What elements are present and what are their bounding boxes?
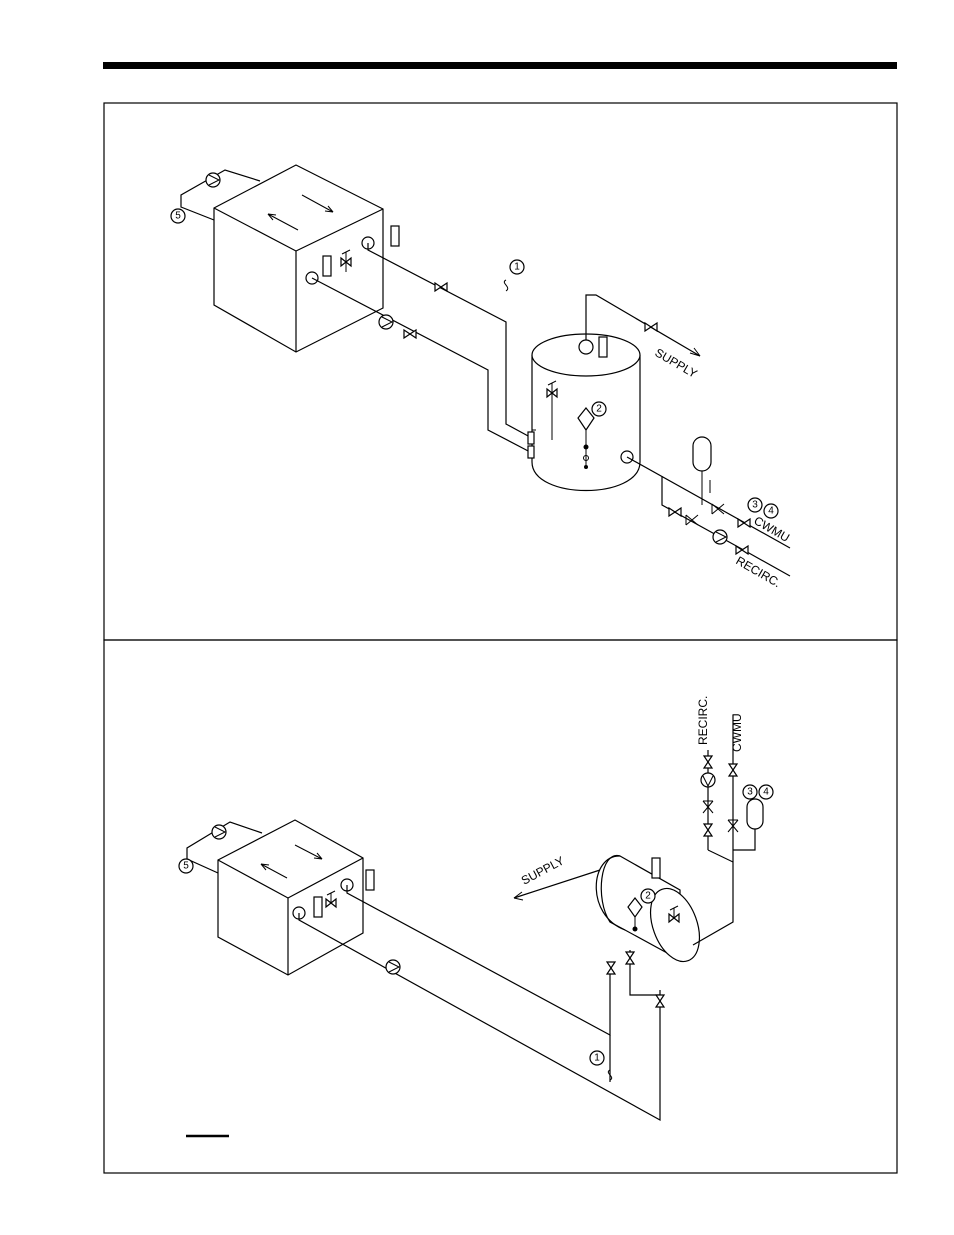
- pump-icon-bottom: [212, 825, 226, 839]
- expansion-tank-icon-bottom: [747, 799, 763, 829]
- valve-icon-bottom-1: [607, 962, 615, 974]
- callout-4-bottom-text: 4: [763, 787, 769, 798]
- check-valve-icon-top-2: [686, 515, 698, 525]
- pipe-cwmu-top: [627, 457, 790, 548]
- valve-icon-cwmu-bottom: [729, 764, 737, 776]
- label-supply-bottom: SUPPLY: [519, 853, 567, 887]
- pump-icon-recirc-top: [713, 530, 727, 544]
- pump-icon: [206, 173, 220, 187]
- gauge-icon-bottom-1: [366, 870, 374, 890]
- expansion-tank-icon-top: [693, 437, 711, 471]
- callout-2-bottom-text: 2: [645, 891, 651, 902]
- gauge-icon-tank-bottom: [652, 858, 660, 878]
- tank-top-connection: [579, 340, 593, 354]
- top-boiler: [214, 165, 383, 352]
- valve-icon-recirc-bottom-1: [704, 756, 712, 768]
- valve-icon-cwmu-top: [738, 519, 750, 527]
- callout-1-bottom-text: 1: [594, 1053, 600, 1064]
- callout-5-bottom-text: 5: [183, 861, 189, 872]
- pipe-cwmu-bottom: [693, 715, 733, 945]
- valve-icon-top-1: [435, 283, 447, 291]
- label-supply-top: SUPPLY: [653, 345, 700, 380]
- valve-icon-recirc-bottom-2: [704, 824, 712, 836]
- header-rule: [103, 62, 897, 69]
- pump-icon-recirc-bottom: [701, 773, 715, 787]
- pipe-boiler-supply-top: [368, 243, 530, 437]
- valve-icon-recirc-top-1: [669, 508, 681, 516]
- check-valve-icon-top-1: [712, 504, 724, 514]
- callout-4-top-text: 4: [768, 506, 774, 517]
- pump-icon-top-return: [379, 315, 393, 329]
- valve-icon-supply-top: [645, 323, 657, 331]
- valve-icon-bottom-2: [626, 952, 634, 964]
- gauge-icon-bottom-2: [314, 897, 322, 917]
- gauge-icon-top-1: [391, 226, 399, 246]
- top-panel-frame: [104, 103, 897, 640]
- label-recirc-bottom: RECIRC.: [696, 696, 710, 745]
- callout-3-bottom-text: 3: [747, 787, 753, 798]
- pump-icon-bottom-return: [386, 960, 400, 974]
- callout-5-top-text: 5: [175, 211, 181, 222]
- valve-icon-bottom-3: [656, 995, 664, 1007]
- bottom-boiler: [218, 820, 363, 975]
- pipe-boiler-supply-bottom: [347, 885, 610, 1035]
- valve-icon-recirc-top-2: [736, 546, 748, 554]
- callout-1-top-text: 1: [514, 262, 520, 273]
- callout-3-top-text: 3: [752, 500, 758, 511]
- label-recirc-top: RECIRC.: [734, 553, 784, 590]
- callout-2-top-text: 2: [596, 404, 602, 415]
- gauge-icon-tank-top: [599, 337, 607, 357]
- pipe-tank-return-bottom: [630, 950, 660, 995]
- pipe-boiler-return-bottom: [299, 913, 660, 1120]
- valve-icon-top-2: [404, 330, 416, 338]
- label-cwmu-bottom: CWMU: [730, 713, 744, 752]
- gauge-icon-top-2: [323, 256, 331, 276]
